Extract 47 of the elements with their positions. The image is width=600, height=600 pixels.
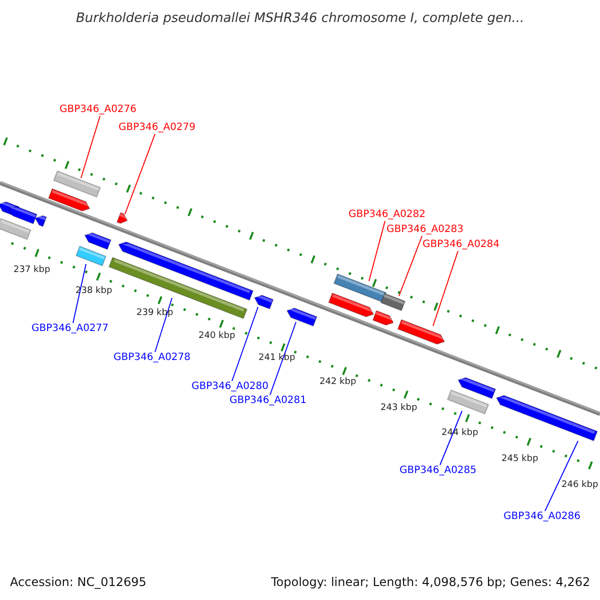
scale-label: 243 kbp	[380, 403, 418, 414]
leader-line	[368, 220, 386, 282]
gene-label: GBP346_A0280	[192, 381, 269, 393]
gene-feature	[34, 215, 48, 228]
gene-block	[76, 246, 106, 266]
gene-block	[333, 273, 387, 303]
leader-line	[440, 410, 462, 466]
gene-block	[53, 170, 101, 198]
leader-line	[124, 134, 156, 214]
accession-text: Accession: NC_012695	[10, 575, 146, 589]
gene-label: GBP346_A0286	[504, 511, 581, 523]
leader-line	[544, 440, 578, 512]
gene-feature	[372, 310, 394, 326]
gene-label: GBP346_A0279	[118, 122, 196, 134]
leader-line	[270, 322, 296, 396]
leader-line	[80, 116, 100, 178]
gene-feature	[84, 232, 112, 250]
gene-feature	[116, 212, 128, 224]
gene-label: GBP346_A0284	[422, 239, 500, 251]
leader-line	[432, 250, 458, 326]
gene-feature	[254, 294, 274, 310]
gene-feature	[48, 188, 90, 212]
scale-label: 242 kbp	[320, 377, 356, 388]
scale-label: 237 kbp	[14, 265, 50, 276]
scale-label: 245 kbp	[502, 454, 538, 465]
gene-label: GBP346_A0283	[386, 224, 464, 236]
genome-info-text: Topology: linear; Length: 4,098,576 bp; Genes: 4,262	[271, 575, 590, 589]
gene-label: GBP346_A0278	[114, 352, 191, 364]
gene-label: GBP346_A0276	[60, 104, 137, 116]
gene-block	[380, 292, 406, 312]
gene-feature	[458, 377, 496, 400]
chart-title: Burkholderia pseudomallei MSHR346 chromosome I, complete gen...	[76, 11, 524, 26]
scale-label: 246 kbp	[562, 480, 598, 491]
gene-feature	[397, 319, 446, 345]
gene-block	[446, 390, 490, 414]
gene-feature	[328, 292, 374, 318]
gene-feature	[118, 241, 254, 301]
leader-line	[398, 236, 422, 296]
gene-feature	[496, 394, 598, 442]
gene-label: GBP346_A0277	[32, 323, 109, 335]
gene-block	[0, 218, 32, 240]
gene-feature	[286, 308, 318, 327]
gene-label: GBP346_A0285	[400, 465, 477, 477]
leader-line	[232, 306, 258, 382]
gene-label: GBP346_A0282	[348, 209, 426, 221]
scale-label: 240 kbp	[198, 331, 236, 342]
gene-label: GBP346_A0281	[230, 395, 307, 407]
